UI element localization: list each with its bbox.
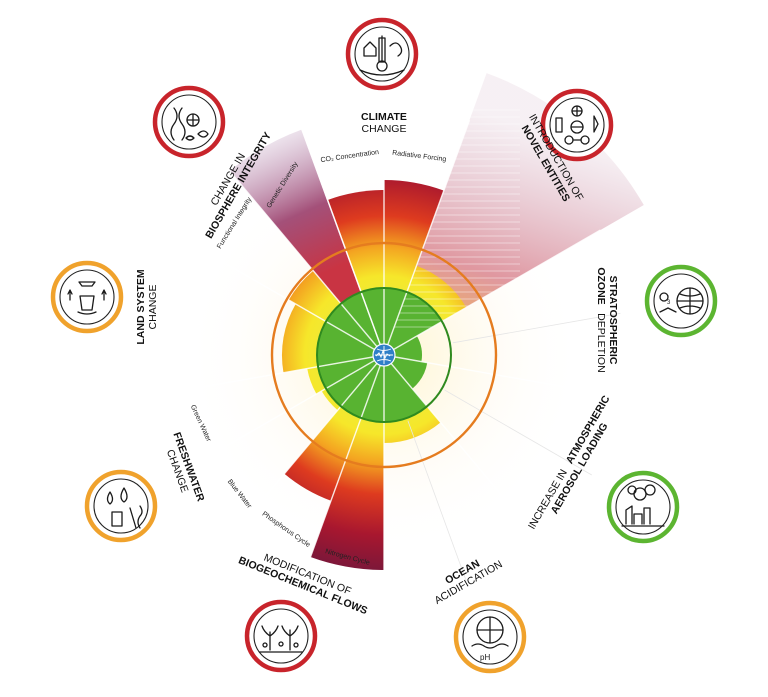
wedge-genetic-diversity — [229, 129, 384, 355]
label-ocean: OCEAN ACIDIFICATION — [432, 558, 504, 607]
plants-nutrients-icon — [244, 599, 318, 673]
label-ozone: STRATOSPHERIC OZONE DEPLETION — [594, 267, 619, 372]
factory-smoke-icon — [606, 470, 680, 544]
ph-ocean-icon: pH — [453, 600, 527, 674]
svg-text:3: 3 — [667, 300, 671, 306]
earth-icon — [372, 343, 396, 367]
safe-operating-space-boundary — [316, 287, 452, 423]
zone-of-uncertainty-boundary — [270, 241, 498, 469]
water-drops-icon — [84, 469, 158, 543]
chemical-hazard-icon — [540, 88, 614, 162]
thermometer-icon — [345, 17, 419, 91]
species-dna-icon — [152, 85, 226, 159]
tree-stump-icon — [50, 260, 124, 334]
safe-zone-segment — [384, 355, 428, 422]
label-land-system: LAND SYSTEM CHANGE — [135, 269, 159, 345]
svg-text:CHANGE: CHANGE — [147, 285, 159, 330]
wedge-dividers — [137, 105, 631, 605]
svg-text:STRATOSPHERIC: STRATOSPHERIC — [607, 276, 619, 365]
climate-title: CLIMATE — [361, 111, 407, 123]
svg-text:LAND SYSTEM: LAND SYSTEM — [135, 269, 147, 345]
safe-zone-segment — [318, 355, 384, 422]
wedge-aerosol — [384, 355, 428, 389]
label-climate: CLIMATE CHANGE — [361, 111, 407, 135]
svg-text:OZONE DEPLETION: OZONE DEPLETION — [594, 267, 611, 372]
safe-zone-segment — [384, 292, 442, 355]
ozone-globe-icon: 3 — [644, 264, 718, 338]
svg-text:pH: pH — [480, 653, 490, 662]
climate-subtitle: CHANGE — [362, 123, 407, 135]
boundary-wedges — [229, 73, 644, 570]
label-freshwater: FRESHWATER CHANGE — [164, 431, 207, 504]
